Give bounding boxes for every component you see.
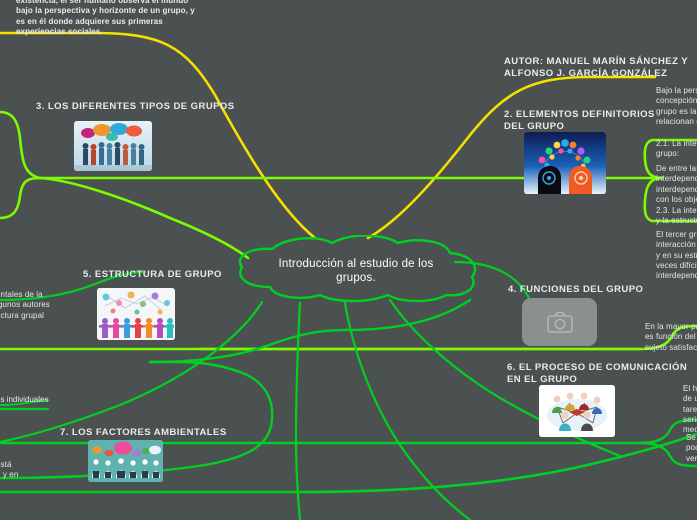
image-two-heads-icons[interactable] [524, 132, 606, 194]
central-node-cloud-shape [238, 234, 477, 303]
image-people-network-circle[interactable] [539, 385, 615, 437]
clipped-text-comunicacion: El h de u tare serie med [683, 384, 697, 435]
image-colored-people-network[interactable] [97, 288, 175, 340]
branch-title-estructura-de-grupo: 5. ESTRUCTURA DE GRUPO [83, 269, 222, 280]
clipped-text-2-1-body: De entre las interdepend interdepend con… [656, 164, 697, 204]
clipped-text-comunicacion-sub: Se pod vert [686, 433, 697, 463]
clipped-text-2-1-heading: 2.1. La inter grupo: [656, 139, 697, 159]
clipped-text-funciones: En la mayor par es función del i sujeto … [645, 322, 697, 352]
branch-title-funciones-del-grupo: 4. FUNCIONES DEL GRUPO [508, 284, 644, 295]
branch-title-proceso-de-comunicacion: 6. EL PROCESO DE COMUNICACIÓN EN EL GRUP… [507, 362, 688, 385]
clipped-text-2-3-body: El tercer gru interacción y en su estr v… [656, 230, 697, 281]
branch-title-elementos-definitorios: 2. ELEMENTOS DEFINITORIOS DEL GRUPO [504, 109, 655, 132]
image-people-teal-bubbles[interactable] [88, 440, 163, 482]
clipped-text-left-ambientales: está n y en [0, 460, 19, 480]
branch-title-tipos-de-grupos: 3. LOS DIFERENTES TIPOS DE GRUPOS [36, 101, 235, 112]
image-placeholder-camera[interactable] [522, 298, 597, 346]
camera-icon [546, 311, 573, 333]
clipped-text-left-individuales: es individuales [0, 395, 49, 404]
central-node-label: Introducción al estudio de los grupos. [278, 258, 434, 284]
central-node[interactable]: Introducción al estudio de los grupos. [232, 234, 480, 303]
top-clipped-paragraph: existencia, el ser humano observa el mun… [16, 0, 195, 36]
clipped-text-left-estructura: entales de la lgunos autores uctura grup… [0, 290, 50, 320]
branch-title-factores-ambientales: 7. LOS FACTORES AMBIENTALES [60, 427, 227, 438]
image-people-speech-bubbles[interactable] [74, 121, 152, 171]
clipped-text-right-top: Bajo la pers concepción grupo es la rela… [656, 86, 697, 126]
clipped-text-2-3-heading: 2.3. La inter y la estructu [656, 206, 697, 226]
author-note: AUTOR: MANUEL MARÍN SÁNCHEZ Y ALFONSO J.… [504, 56, 689, 79]
